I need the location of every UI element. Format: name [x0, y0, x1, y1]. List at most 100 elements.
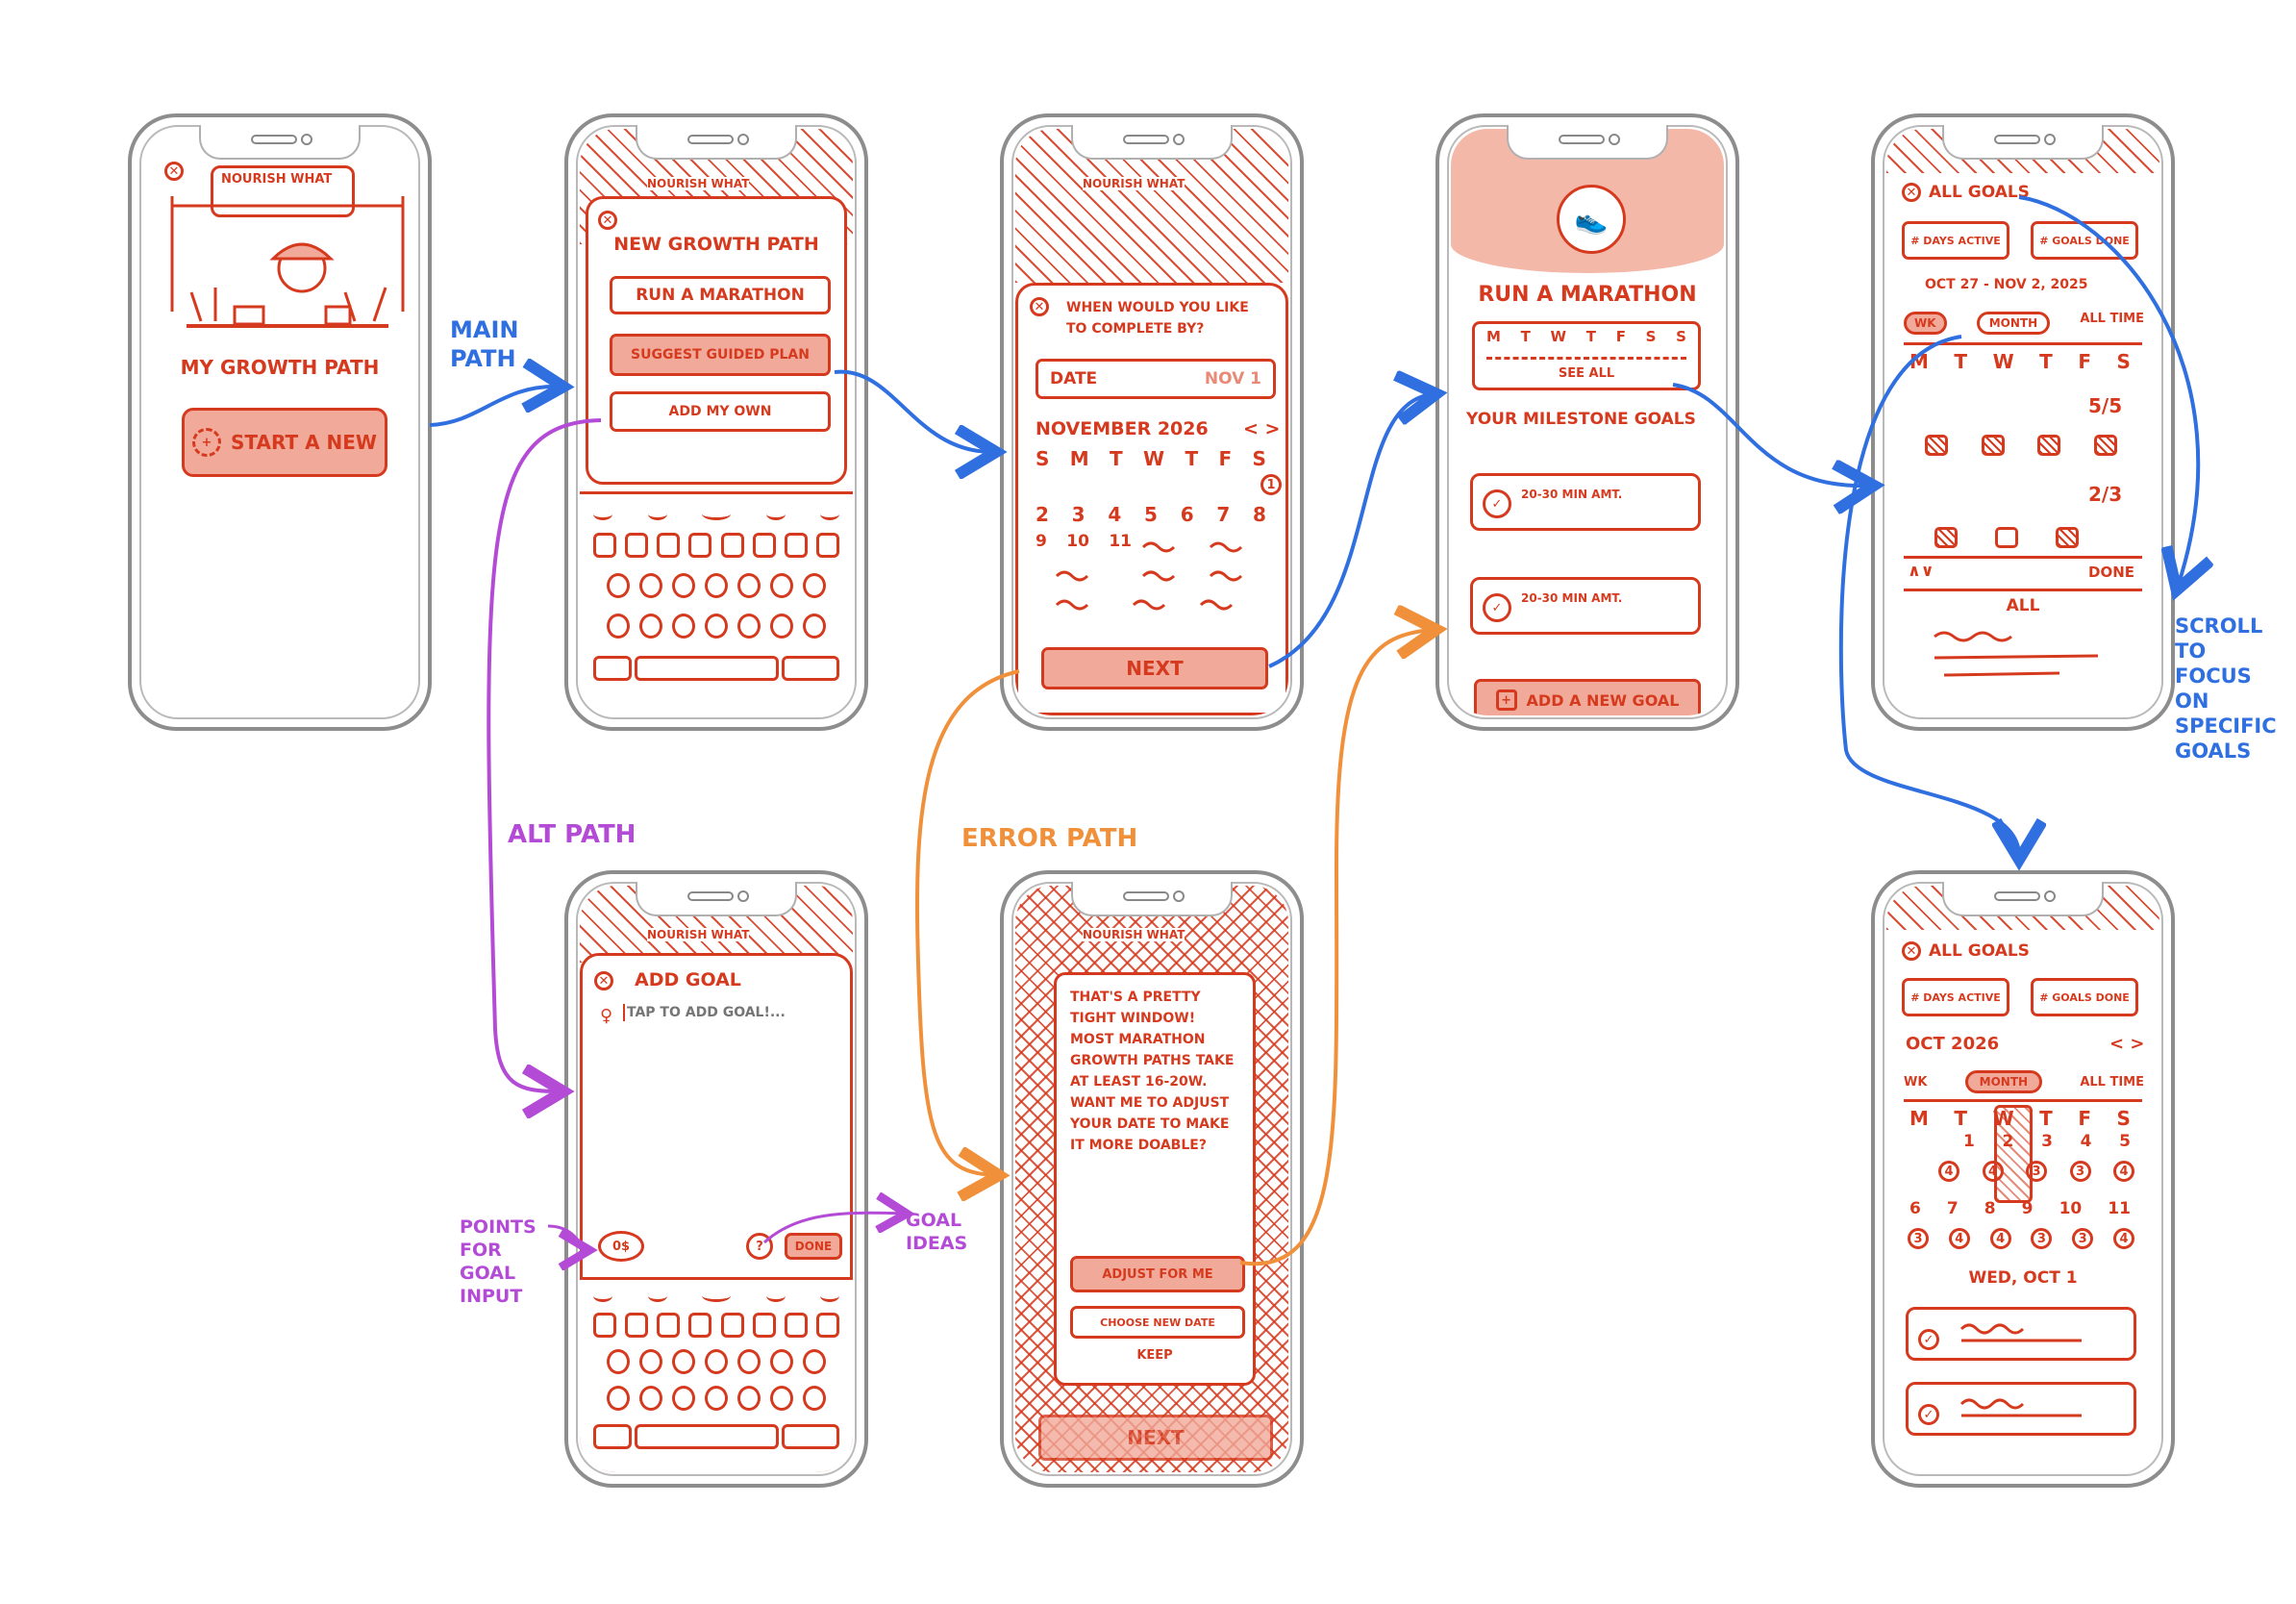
- idea-icon[interactable]: ?: [746, 1233, 773, 1260]
- error-message: THAT'S A PRETTY TIGHT WINDOW! MOST MARAT…: [1070, 990, 1235, 1153]
- screen-add-goal: NOURISH WHAT ✕ ADD GOAL ♀ 0$ ? DONE: [580, 886, 853, 1472]
- month-nav[interactable]: < >: [2109, 1034, 2145, 1054]
- gardener-illustration: [170, 196, 405, 328]
- goal-ideas-label: GOAL IDEAS: [906, 1210, 968, 1254]
- screen-my-growth-path: ✕ NOURISH WHAT MY GROWTH PATH + START A …: [143, 129, 416, 715]
- adjust-button[interactable]: ADJUST FOR ME: [1070, 1256, 1245, 1292]
- screen-all-goals-week: ✕ ALL GOALS # DAYS ACTIVE # GOALS DONE O…: [1886, 129, 2159, 715]
- suggest-plan-button[interactable]: SUGGEST GUIDED PLAN: [610, 334, 831, 376]
- selected-day[interactable]: 1: [1260, 474, 1282, 495]
- banner-text: NOURISH WHAT: [647, 177, 750, 190]
- done-label[interactable]: DONE: [2088, 564, 2135, 581]
- days-active-badge: # DAYS ACTIVE: [1902, 978, 2009, 1016]
- points-badge[interactable]: 0$: [598, 1231, 644, 1262]
- plus-icon: +: [192, 428, 221, 457]
- tabs-underline: [1904, 342, 2142, 345]
- date-range: OCT 27 - NOV 2, 2025: [1925, 277, 2088, 292]
- date-picker-sheet: ✕ WHEN WOULD YOU LIKE TO COMPLETE BY? DA…: [1015, 283, 1288, 715]
- milestone-card[interactable]: ✓ 20-30 MIN AMT.: [1470, 577, 1701, 635]
- phone-my-growth-path: ✕ NOURISH WHAT MY GROWTH PATH + START A …: [128, 113, 432, 731]
- start-new-button[interactable]: + START A NEW: [182, 408, 387, 477]
- screen-new-growth-path: NOURISH WHAT ✕ NEW GROWTH PATH RUN A MAR…: [580, 129, 853, 715]
- goals-header[interactable]: ALL GOALS: [1929, 183, 2030, 202]
- date-value: NOV 1: [1204, 369, 1261, 388]
- month-label: NOVEMBER 2026: [1036, 418, 1209, 439]
- goal-input[interactable]: [623, 1004, 850, 1021]
- goal-icon: ♀: [600, 1006, 613, 1026]
- phone-complete-date: NOURISH WHAT ✕ WHEN WOULD YOU LIKE TO CO…: [1000, 113, 1304, 731]
- phone-notch: [1942, 125, 2104, 160]
- goal-entry[interactable]: ✓: [1906, 1382, 2136, 1436]
- banner-text: NOURISH WHAT: [1083, 177, 1185, 190]
- keep-link[interactable]: KEEP: [1136, 1348, 1173, 1363]
- divider: [1904, 556, 2142, 559]
- goal-entry[interactable]: ✓: [1906, 1307, 2136, 1361]
- goals-header[interactable]: ALL GOALS: [1929, 941, 2030, 961]
- done-button[interactable]: DONE: [785, 1233, 842, 1260]
- sort-icon[interactable]: ∧∨: [1908, 562, 1934, 581]
- date-question: WHEN WOULD YOU LIKE TO COMPLETE BY?: [1066, 300, 1249, 337]
- close-icon[interactable]: ✕: [164, 162, 184, 181]
- milestone-text: 20-30 MIN AMT.: [1521, 591, 1623, 605]
- screen-error-window: NOURISH WHAT THAT'S A PRETTY TIGHT WINDO…: [1015, 886, 1288, 1472]
- tab-month[interactable]: MONTH: [1964, 1070, 2043, 1093]
- keyboard: [580, 491, 853, 715]
- tab-month[interactable]: MONTH: [1976, 312, 2051, 335]
- day-label: WED, OCT 1: [1968, 1268, 2078, 1288]
- sheet-title: ADD GOAL: [635, 969, 741, 990]
- date-field[interactable]: DATE NOV 1: [1036, 359, 1276, 399]
- close-icon[interactable]: ✕: [598, 211, 617, 230]
- milestone-card[interactable]: ✓ 20-30 MIN AMT.: [1470, 473, 1701, 531]
- close-icon[interactable]: ✕: [1030, 297, 1049, 316]
- speech-bubble: NOURISH WHAT: [211, 165, 355, 217]
- path-title: RUN A MARATHON: [1478, 283, 1697, 307]
- main-path-label: MAIN PATH: [450, 316, 519, 372]
- scribble-content: [1934, 631, 2099, 677]
- shoe-icon: 👟: [1557, 185, 1626, 254]
- period-tabs: WK MONTH ALL TIME: [1904, 1070, 2144, 1093]
- goal-score: 5/5: [2088, 394, 2123, 417]
- scribble-text: [1959, 1323, 2082, 1342]
- choose-date-button[interactable]: CHOOSE NEW DATE: [1070, 1306, 1245, 1339]
- error-path-label: ERROR PATH: [961, 824, 1138, 853]
- all-label[interactable]: ALL: [2006, 596, 2040, 615]
- phone-all-goals-month: ✕ ALL GOALS # DAYS ACTIVE # GOALS DONE O…: [1871, 870, 2175, 1488]
- tab-all-time[interactable]: ALL TIME: [2080, 1074, 2144, 1090]
- page-title: MY GROWTH PATH: [180, 356, 380, 379]
- add-goal-button[interactable]: + ADD A NEW GOAL: [1474, 679, 1701, 715]
- next-button[interactable]: NEXT: [1041, 647, 1268, 689]
- scroll-label: SCROLL TO FOCUS ON SPECIFIC GOALS: [2175, 614, 2277, 763]
- tab-week[interactable]: WK: [1904, 312, 1947, 335]
- screen-all-goals-month: ✕ ALL GOALS # DAYS ACTIVE # GOALS DONE O…: [1886, 886, 2159, 1472]
- check-icon: ✓: [1483, 489, 1511, 518]
- days-active-badge: # DAYS ACTIVE: [1902, 221, 2009, 260]
- next-button[interactable]: NEXT: [1038, 1415, 1273, 1461]
- phone-notch: [1071, 125, 1233, 160]
- phone-new-growth-path: NOURISH WHAT ✕ NEW GROWTH PATH RUN A MAR…: [564, 113, 868, 731]
- banner-text: NOURISH WHAT: [221, 172, 333, 187]
- calendar-scribbles: [1055, 541, 1243, 611]
- close-icon[interactable]: ✕: [1902, 183, 1921, 202]
- goal-progress-row: [1925, 435, 2117, 456]
- phone-notch: [1071, 882, 1233, 916]
- period-tabs: WK MONTH ALL TIME: [1904, 312, 2144, 335]
- close-icon[interactable]: ✕: [1902, 941, 1921, 961]
- close-icon[interactable]: ✕: [594, 971, 613, 990]
- month-nav[interactable]: < >: [1243, 418, 1281, 439]
- divider: [1904, 589, 2142, 591]
- tab-week[interactable]: WK: [1904, 1074, 1928, 1090]
- add-my-own-button[interactable]: ADD MY OWN: [610, 391, 831, 432]
- banner-text: NOURISH WHAT: [647, 928, 750, 941]
- goal-input-field[interactable]: RUN A MARATHON: [610, 276, 831, 314]
- phone-error-window: NOURISH WHAT THAT'S A PRETTY TIGHT WINDO…: [1000, 870, 1304, 1488]
- tab-all-time[interactable]: ALL TIME: [2080, 312, 2144, 326]
- see-all-link[interactable]: SEE ALL: [1558, 366, 1615, 381]
